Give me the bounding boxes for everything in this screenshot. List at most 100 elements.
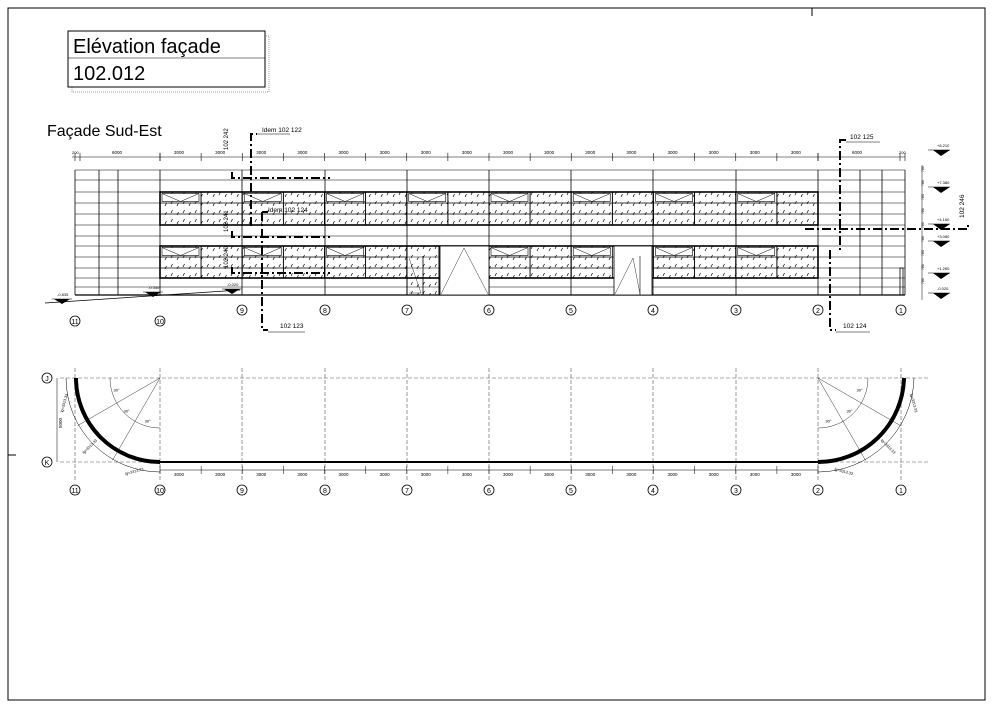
plan-grid-bubble-3: 3 (734, 488, 738, 495)
plan-drawing: JK500030°30°30°lg=3313.33lg=3313.33lg=33… (41, 368, 930, 496)
grid-bubble-1: 1 (899, 308, 903, 315)
plan-grid-bubble-4: 4 (651, 488, 655, 495)
plan-grid-bubble-2-circle (812, 484, 824, 496)
axis-bubble-j-circle (41, 372, 53, 384)
dimension-label: 200 (72, 150, 79, 155)
axis-bubble-k: K (45, 460, 50, 467)
angle-label: 30° (113, 387, 119, 392)
entrance-swing (440, 247, 489, 295)
plan-grid-bubble-6: 6 (487, 488, 491, 495)
window-band (159, 191, 819, 226)
angle-ray (112, 377, 161, 461)
plan-grid-bubble-7-circle (401, 484, 413, 496)
dimension-label: 3000 (544, 150, 555, 155)
angle-ray (817, 377, 866, 461)
dimension-label: 3000 (709, 150, 720, 155)
plan-grid-bubble-6-circle (483, 484, 495, 496)
glazing-panel (529, 245, 572, 279)
level-marker-icon (933, 150, 950, 156)
dimension-label: 3000 (585, 150, 596, 155)
angle-arc (817, 377, 869, 429)
dimension-label: 3000 (339, 472, 350, 477)
level-marker-icon (224, 289, 240, 294)
level-marker-icon (933, 293, 950, 299)
section-line-102-246 (805, 224, 969, 230)
vent-opening-mark (161, 193, 200, 202)
section-line-102-242 (231, 172, 330, 179)
grid-bubble-9: 9 (240, 308, 244, 315)
vent-opening-mark (161, 247, 200, 256)
door (613, 245, 653, 296)
vent-opening-mark (244, 247, 282, 256)
dimension-label: 3000 (668, 150, 679, 155)
entrance-opening (439, 245, 490, 296)
vent-panel (490, 247, 529, 256)
dimension-label: 3000 (668, 472, 679, 477)
angle-arc (109, 377, 161, 429)
angle-label: 30° (857, 387, 863, 392)
vertical-dimension-label: 780 (921, 166, 925, 172)
dimension-label: 3000 (174, 472, 185, 477)
section-line-102-124 (829, 250, 836, 331)
grid-bubble-11-circle (69, 315, 81, 327)
vertical-dimension-label: 780 (921, 194, 925, 200)
arc-length-label: lg=3313.33 (60, 393, 69, 412)
sheet-border (7, 7, 986, 701)
vent-opening-mark (573, 193, 611, 202)
section-line-102-240 (231, 267, 330, 274)
vent-opening-mark (655, 193, 693, 202)
dimension-label: 3000 (297, 150, 308, 155)
arc-length-label: lg=3313.33 (909, 393, 918, 412)
grid-bubble-9-circle (236, 304, 248, 316)
level-label: +7.380 (937, 180, 950, 185)
section-ref-102-242: 102 242 (224, 128, 230, 150)
ground-line (44, 289, 241, 304)
level-marker-icon (54, 299, 70, 304)
level-label: -0.020 (937, 286, 949, 291)
dimension-label: 3000 (215, 472, 226, 477)
plan-grid-bubble-1-circle (895, 484, 907, 496)
dimension-label: 3000 (380, 472, 391, 477)
vent-opening-mark (737, 247, 775, 256)
grid-bubble-6-circle (483, 304, 495, 316)
grid-bubble-4: 4 (651, 308, 655, 315)
title-block: Elévation façade 102.012 (67, 30, 270, 93)
section-line-102-123 (261, 212, 268, 331)
dimension-label: 3000 (791, 472, 802, 477)
dimension-label: 3000 (750, 472, 761, 477)
grid-bubble-11: 11 (71, 319, 78, 326)
plan-grid-bubble-9: 9 (240, 488, 244, 495)
dimension-label: 3000 (297, 472, 308, 477)
dimension-label: 3000 (256, 472, 267, 477)
dimension-label: 200 (899, 150, 906, 155)
grid-bubble-7: 7 (405, 308, 409, 315)
vertical-dimension-label: 780 (921, 222, 925, 228)
plan-grid-bubble-10: 10 (156, 488, 164, 495)
level-label: -0.835 (57, 292, 69, 297)
angle-label: 30° (825, 419, 831, 424)
dimension-label: 3000 (709, 472, 720, 477)
dimension-label: 3000 (174, 150, 185, 155)
level-label: -0.020 (227, 282, 239, 287)
vertical-dimension-label: 780 (921, 208, 925, 214)
level-marker-icon (933, 187, 950, 193)
plan-grid-bubble-11: 11 (71, 488, 78, 495)
dimension-label: 3000 (750, 150, 761, 155)
section-ref-102-124: 102 124 (843, 323, 867, 330)
section-ref-102-246: 102 246 (959, 194, 966, 218)
vent-opening-mark (490, 247, 529, 256)
dimension-label: 6000 (852, 150, 863, 155)
grid-bubble-6: 6 (487, 308, 491, 315)
grid-bubble-8-circle (319, 304, 331, 316)
section-line-idem-102-122 (250, 133, 257, 226)
section-ref-102-125: 102 125 (850, 134, 874, 141)
glazing-panel (776, 191, 819, 226)
vertical-dimension-label: 780 (921, 236, 925, 242)
dimension-label: 3000 (626, 472, 637, 477)
level-marker-icon (933, 241, 950, 247)
section-ref-idem-102-122: Idem 102 122 (262, 127, 302, 134)
grid-bubble-8: 8 (323, 308, 327, 315)
grid-bubble-10-circle (154, 315, 166, 327)
vent-opening-mark (573, 247, 611, 256)
door-swing (408, 257, 422, 294)
